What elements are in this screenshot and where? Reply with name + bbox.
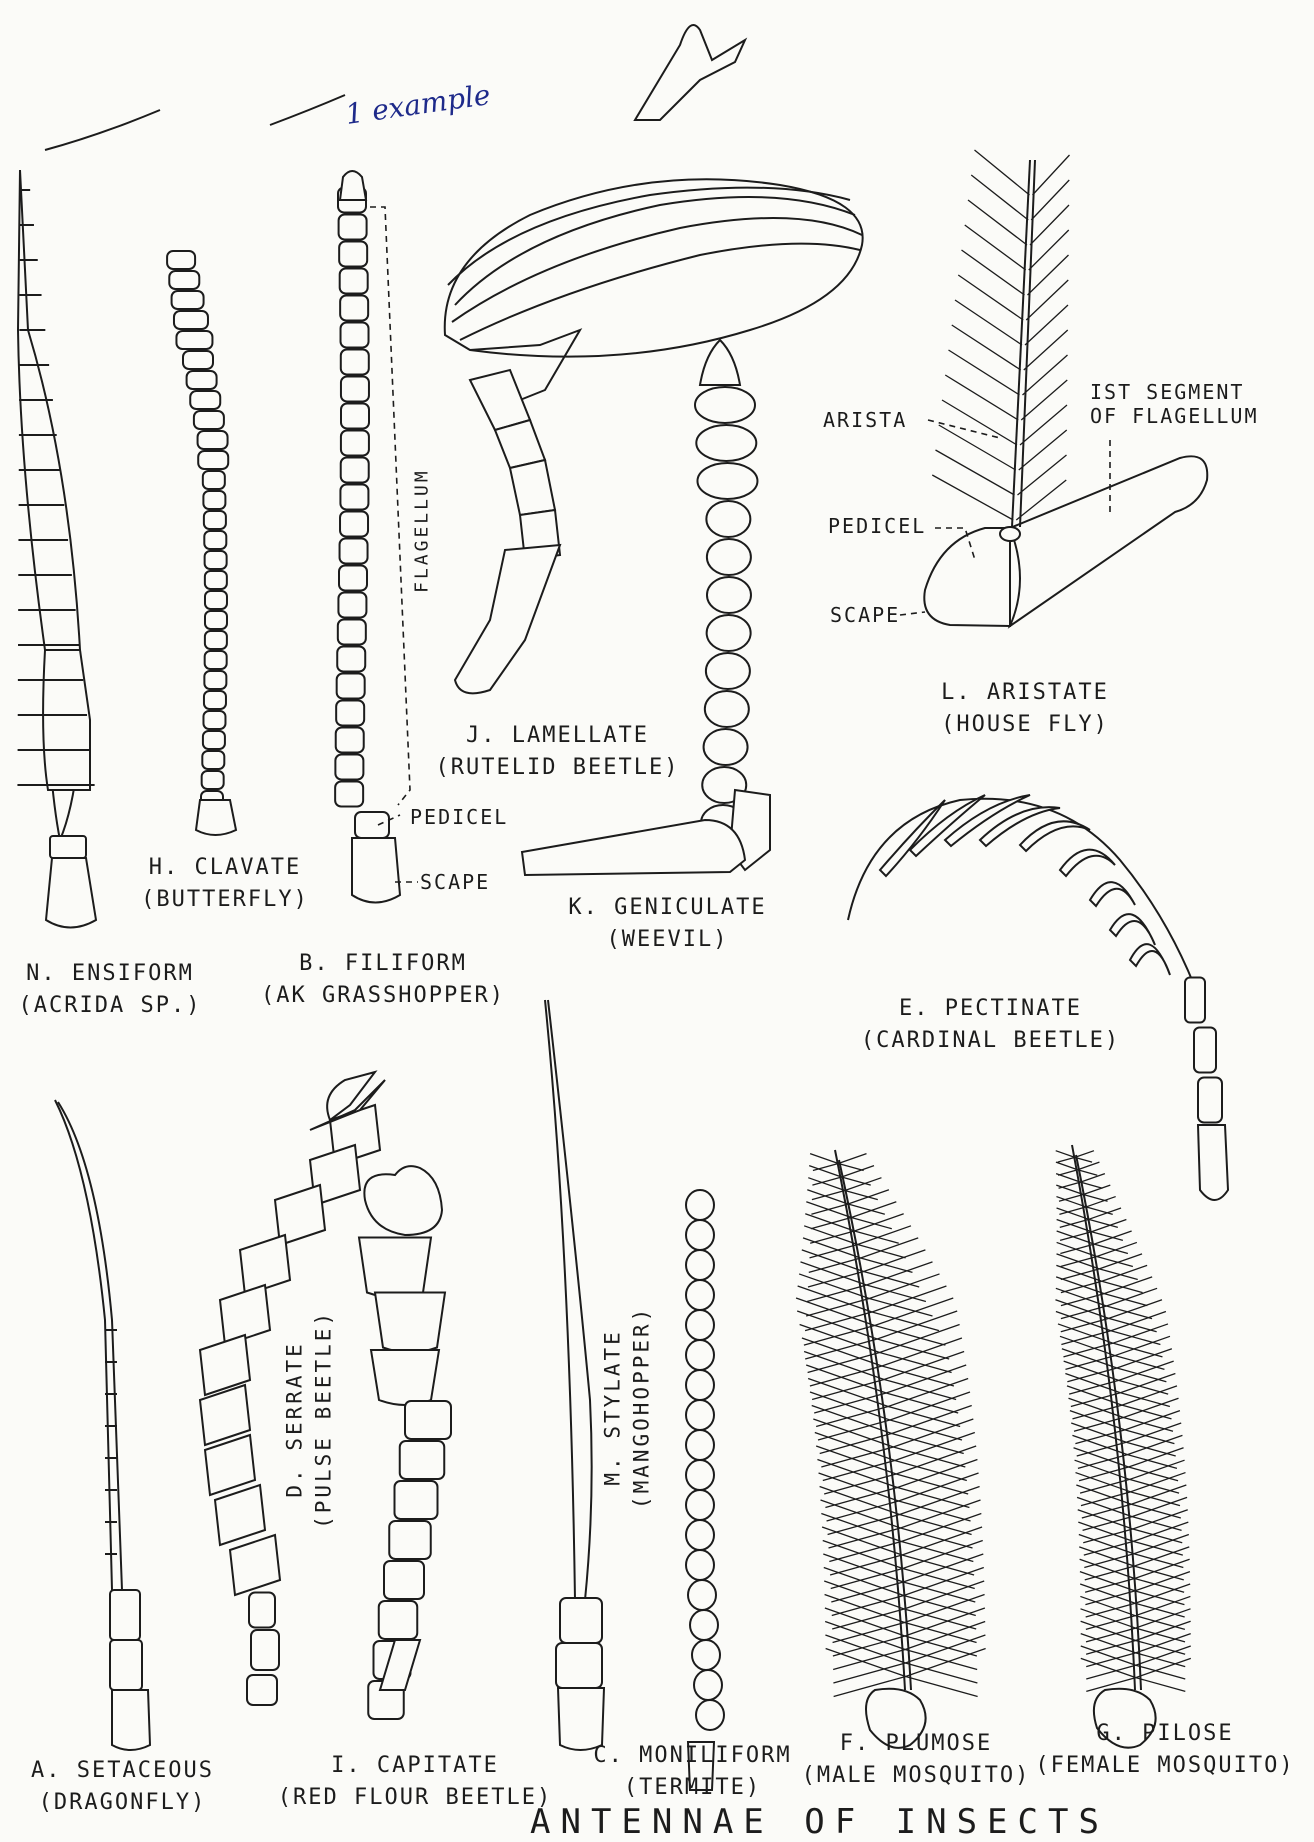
moniliform-antenna xyxy=(686,1190,724,1790)
lamellate-antenna xyxy=(445,179,863,693)
plumose-antenna xyxy=(796,1150,986,1748)
label-aristate: L. ARISTATE(HOUSE FLY) xyxy=(920,677,1130,741)
part-fly-pedicel: PEDICEL xyxy=(828,514,926,538)
label-ensiform: N. ENSIFORM(ACRIDA SP.) xyxy=(5,958,215,1022)
label-plumose: F. PLUMOSE(MALE MOSQUITO) xyxy=(800,1728,1032,1792)
label-setaceous: A. SETACEOUS(DRAGONFLY) xyxy=(10,1755,235,1819)
label-geniculate: K. GENICULATE(WEEVIL) xyxy=(560,892,775,956)
setaceous-antenna xyxy=(55,1100,150,1750)
part-scape: SCAPE xyxy=(420,870,490,894)
label-moniliform: C. MONILIFORM(TERMITE) xyxy=(585,1740,800,1804)
label-lamellate: J. LAMELLATE(RUTELID BEETLE) xyxy=(435,720,680,784)
ensiform-antenna xyxy=(17,170,96,928)
part-flagellum: FLAGELLUM xyxy=(409,451,434,611)
stray-pen-mark xyxy=(45,110,160,150)
capitate-antenna xyxy=(359,1166,451,1719)
part-fly-scape: SCAPE xyxy=(830,603,900,627)
stray-pen-mark xyxy=(270,95,345,125)
geniculate-antenna xyxy=(522,340,770,875)
label-clavate: H. CLAVATE(BUTTERFLY) xyxy=(130,852,320,916)
label-pectinate: E. PECTINATE(CARDINAL BEETLE) xyxy=(858,993,1123,1057)
label-serrate: D. SERRATE(PULSE BEETLE) xyxy=(281,1269,340,1569)
figure-title: ANTENNAE OF INSECTS xyxy=(530,1802,1109,1842)
part-pedicel: PEDICEL xyxy=(410,805,508,829)
stylate-antenna xyxy=(545,1000,604,1750)
label-capitate: I. CAPITATE(RED FLOUR BEETLE) xyxy=(275,1750,555,1814)
insect-head-sketch xyxy=(635,25,745,120)
flagellum-bracket xyxy=(370,207,410,805)
clavate-antenna xyxy=(167,251,236,835)
pilose-antenna xyxy=(1055,1145,1190,1748)
label-filiform: B. FILIFORM(AK GRASSHOPPER) xyxy=(258,948,508,1012)
label-stylate: M. STYLATE(MANGOHOPPER) xyxy=(599,1257,658,1557)
filiform-antenna xyxy=(335,171,400,903)
part-arista: ARISTA xyxy=(823,408,907,432)
label-pilose: G. PILOSE(FEMALE MOSQUITO) xyxy=(1030,1718,1300,1782)
